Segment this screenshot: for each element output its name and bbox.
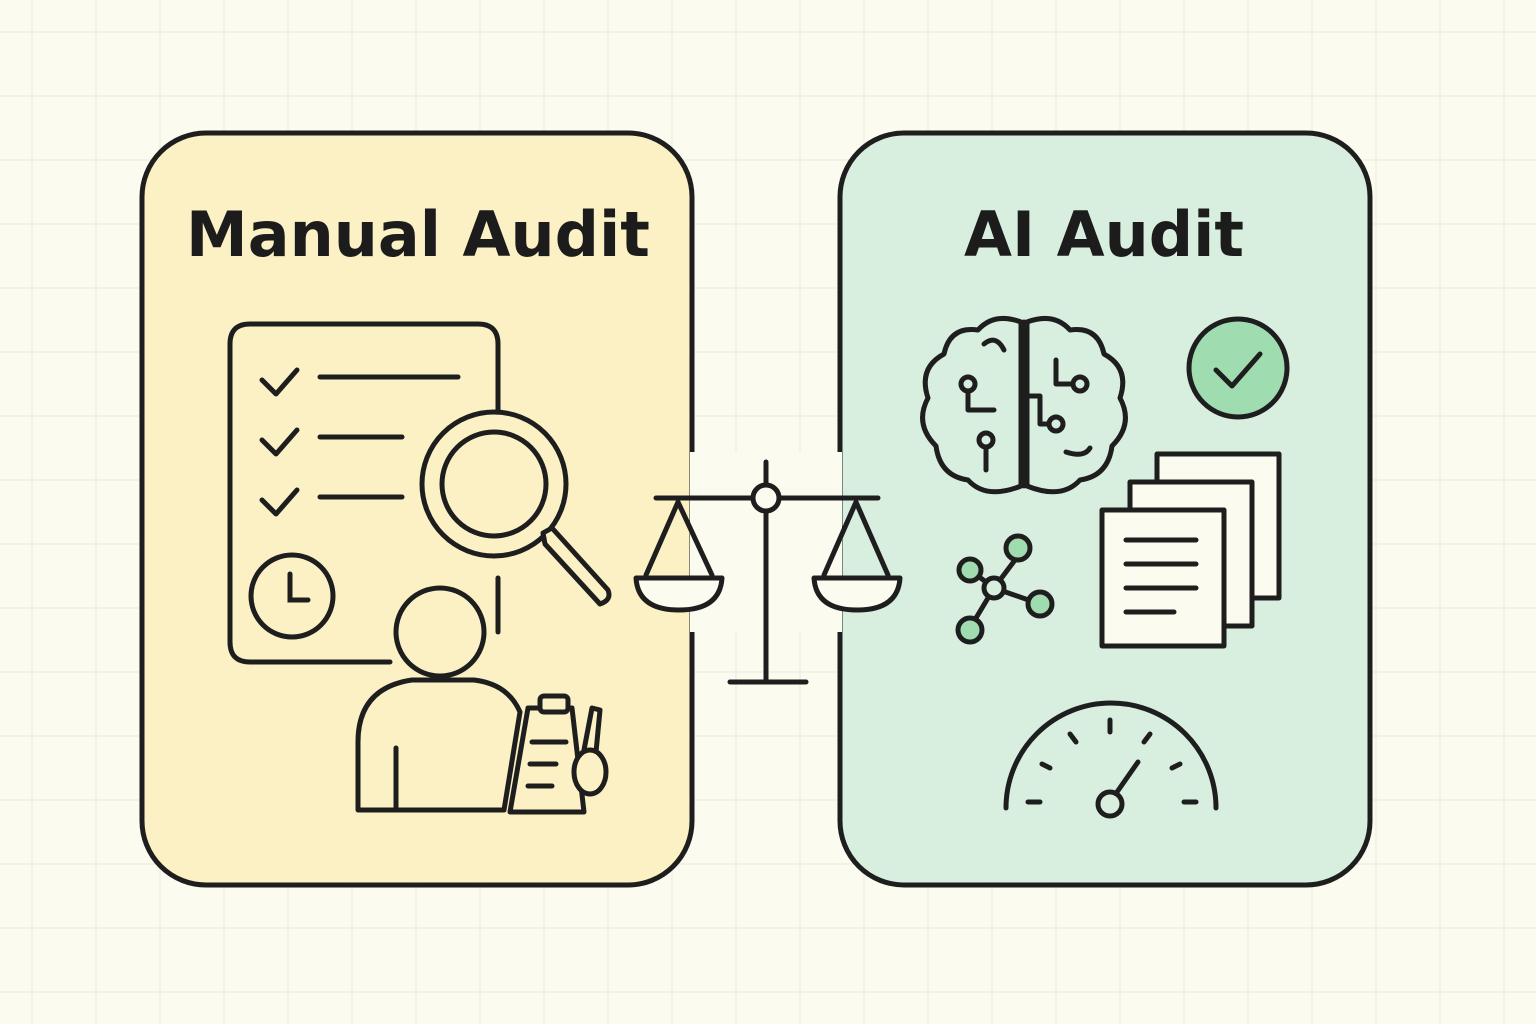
network-nodes-icon [955, 533, 1055, 645]
checklist-icon [227, 321, 501, 665]
ai-audit-panel: AI Audit [837, 130, 1373, 888]
check-circle-icon [1186, 316, 1290, 420]
clipboard-icon [507, 693, 609, 815]
person-icon [355, 585, 523, 813]
document-stack-icon [1099, 451, 1282, 649]
balance-scale-icon [633, 452, 903, 685]
brain-circuit-icon [920, 315, 1128, 495]
clock-icon [248, 552, 336, 640]
manual-audit-title: Manual Audit [186, 198, 650, 271]
ai-audit-title: AI Audit [964, 198, 1244, 271]
speedometer-icon [1003, 700, 1219, 819]
manual-audit-panel: Manual Audit [139, 130, 695, 888]
magnifying-glass-icon [419, 409, 612, 607]
